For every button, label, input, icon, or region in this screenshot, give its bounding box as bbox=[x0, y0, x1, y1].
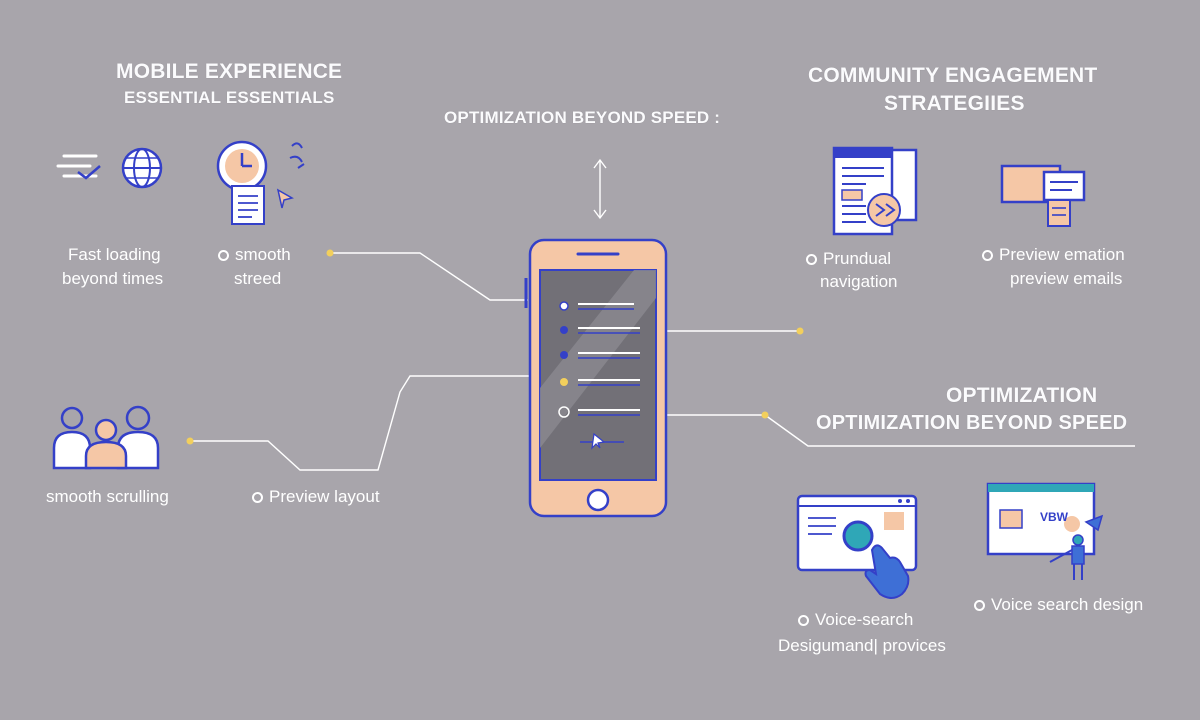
bullet-icon bbox=[252, 492, 263, 503]
left-item2-line1: smooth bbox=[218, 243, 291, 267]
left-item4-label: Preview layout bbox=[269, 487, 380, 506]
clock-document-icon bbox=[216, 140, 305, 225]
bullet-icon bbox=[806, 254, 817, 265]
right-top-item2-label: Preview emation bbox=[999, 245, 1125, 264]
connector-top-left bbox=[330, 252, 528, 301]
right-top-item1-label: Prundual bbox=[823, 249, 892, 268]
right-bottom-item1-line2: Desigumand| provices bbox=[778, 636, 946, 655]
right-bottom-item1-label: Voice-search bbox=[815, 610, 914, 629]
search-hand-icon bbox=[796, 494, 918, 599]
connector-dot bbox=[186, 437, 194, 445]
right-bottom-item2: Voice search design bbox=[974, 593, 1143, 617]
right-top-title-line1: COMMUNITY ENGAGEMENT bbox=[808, 64, 1098, 87]
connector-bottom-left bbox=[190, 375, 545, 471]
right-top-item2-line1: Preview emation bbox=[982, 243, 1125, 267]
phone-list-row bbox=[560, 326, 640, 334]
phone-list-row bbox=[559, 301, 634, 311]
bullet-icon bbox=[218, 250, 229, 261]
connector-dot bbox=[796, 327, 804, 335]
bullet-icon bbox=[798, 615, 809, 626]
right-bottom-item1-line1: Voice-search bbox=[798, 608, 913, 632]
right-top-item2-line2: preview emails bbox=[1010, 269, 1123, 288]
speed-globe-icon bbox=[56, 147, 163, 189]
left-item2-line2: streed bbox=[234, 269, 282, 288]
bullet-icon bbox=[974, 600, 985, 611]
phone-list-row bbox=[560, 351, 640, 359]
right-top-item1-line2: navigation bbox=[820, 272, 898, 291]
connector-dot bbox=[761, 411, 769, 419]
connector-bottom-right bbox=[655, 414, 1135, 447]
right-bottom-title-line1: OPTIMIZATION bbox=[946, 384, 1098, 407]
center-title: OPTIMIZATION BEYOND SPEED : bbox=[444, 108, 721, 127]
phone-list-row bbox=[560, 378, 640, 386]
right-bottom-item2-label: Voice search design bbox=[991, 595, 1144, 614]
screen-logo-text: VBW bbox=[1040, 510, 1068, 524]
voice-search-screen-icon bbox=[986, 482, 1104, 580]
left-item3: smooth scrulling bbox=[46, 487, 169, 506]
right-top-title-line2: STRATEGIIES bbox=[884, 92, 1025, 115]
right-top-item1-line1: Prundual bbox=[806, 247, 891, 271]
connector-dot bbox=[326, 249, 334, 257]
arrow-up-head bbox=[593, 158, 607, 169]
documents-navigation-icon bbox=[832, 146, 918, 236]
phone-list-row bbox=[558, 406, 640, 418]
people-group-icon bbox=[52, 405, 160, 470]
cursor-icon bbox=[580, 432, 624, 450]
preview-email-icon bbox=[1000, 164, 1086, 227]
left-title-line1: MOBILE EXPERIENCE bbox=[116, 60, 343, 83]
right-bottom-title-line2: OPTIMIZATION BEYOND SPEED bbox=[816, 412, 1128, 434]
bullet-icon bbox=[982, 250, 993, 261]
arrow-down-head bbox=[593, 209, 607, 220]
left-item2-label: smooth bbox=[235, 245, 291, 264]
left-item4: Preview layout bbox=[252, 485, 380, 509]
left-item1-line1: Fast loading bbox=[68, 245, 161, 264]
left-title-line2: ESSENTIAL ESSENTIALS bbox=[124, 88, 335, 107]
left-item1-line2: beyond times bbox=[62, 269, 164, 288]
